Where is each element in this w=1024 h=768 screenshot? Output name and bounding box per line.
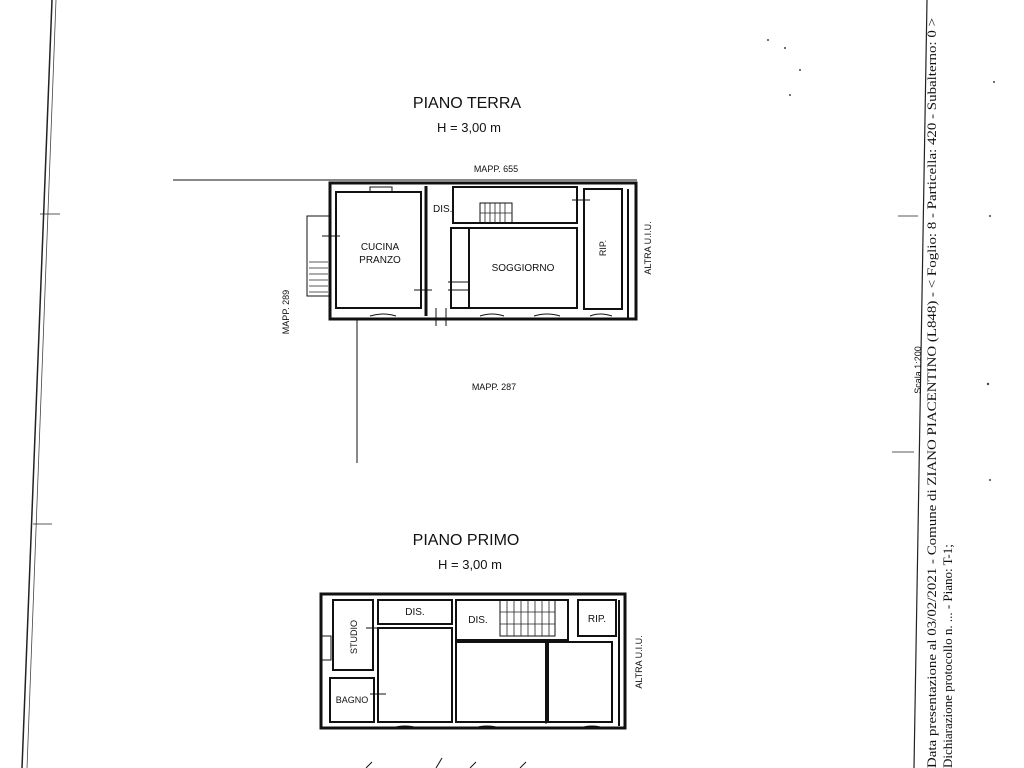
sheet-border-right [913, 0, 928, 768]
room-label-bagno: BAGNO [336, 695, 369, 705]
studio-window [320, 635, 332, 661]
scan-specks [767, 39, 995, 481]
room-rip-ground [583, 188, 623, 310]
first-floor-height: H = 3,00 m [438, 557, 502, 572]
room-label-soggiorno: SOGGIORNO [492, 263, 555, 274]
dis-upper-room [452, 186, 578, 224]
first-building-outline [319, 592, 627, 730]
room-label-cucina: CUCINA [361, 242, 400, 253]
label-altra-uiu-first: ALTRA U.I.U. [634, 635, 644, 688]
first-openings [366, 600, 605, 729]
external-stair [306, 215, 331, 297]
sheet-border-left [21, 0, 53, 768]
room-label-rip-first: RIP. [588, 614, 606, 625]
room-label-pranzo: PRANZO [359, 255, 401, 266]
room-bagno [329, 677, 375, 723]
room-label-dis-2: DIS. [468, 615, 487, 626]
external-stair-steps [309, 261, 328, 293]
room-studio [332, 599, 374, 671]
ground-floor-height: H = 3,00 m [437, 120, 501, 135]
room-first-large-2 [455, 641, 547, 723]
ground-openings [322, 199, 613, 326]
bottom-marks [365, 757, 527, 768]
side-scale-mark: Scala 1:200 [913, 346, 923, 394]
side-text-line-2: Dichiarazione protocollo n. ... - Piano:… [940, 544, 955, 768]
first-stair-steps [500, 600, 555, 636]
ground-floor-title: PIANO TERRA [413, 95, 522, 112]
mapp-655-label: MAPP. 655 [474, 164, 518, 174]
room-first-large-1 [377, 627, 453, 723]
sheet-border-left-inner [26, 0, 57, 768]
room-label-dis-ground: DIS. [433, 204, 452, 215]
room-label-rip-ground: RIP. [598, 240, 608, 256]
mapp-289-label: MAPP. 289 [281, 290, 291, 334]
side-cadastral-text: Data presentazione al 03/02/2021 - Comun… [913, 18, 955, 768]
room-rip-first [577, 599, 617, 637]
soggiorno-inner-wall [450, 227, 470, 309]
room-label-studio: STUDIO [349, 620, 359, 654]
kitchen-vent [369, 186, 393, 193]
room-label-dis-1: DIS. [405, 607, 424, 618]
side-text-line-1: Data presentazione al 03/02/2021 - Comun… [924, 18, 939, 768]
label-altra-uiu-ground: ALTRA U.I.U. [643, 221, 653, 274]
mapp-287-label: MAPP. 287 [472, 382, 516, 392]
first-floor-title: PIANO PRIMO [413, 532, 520, 549]
room-first-large-3 [547, 641, 613, 723]
first-interior-stair [499, 599, 556, 637]
interior-stair-steps [480, 203, 512, 223]
